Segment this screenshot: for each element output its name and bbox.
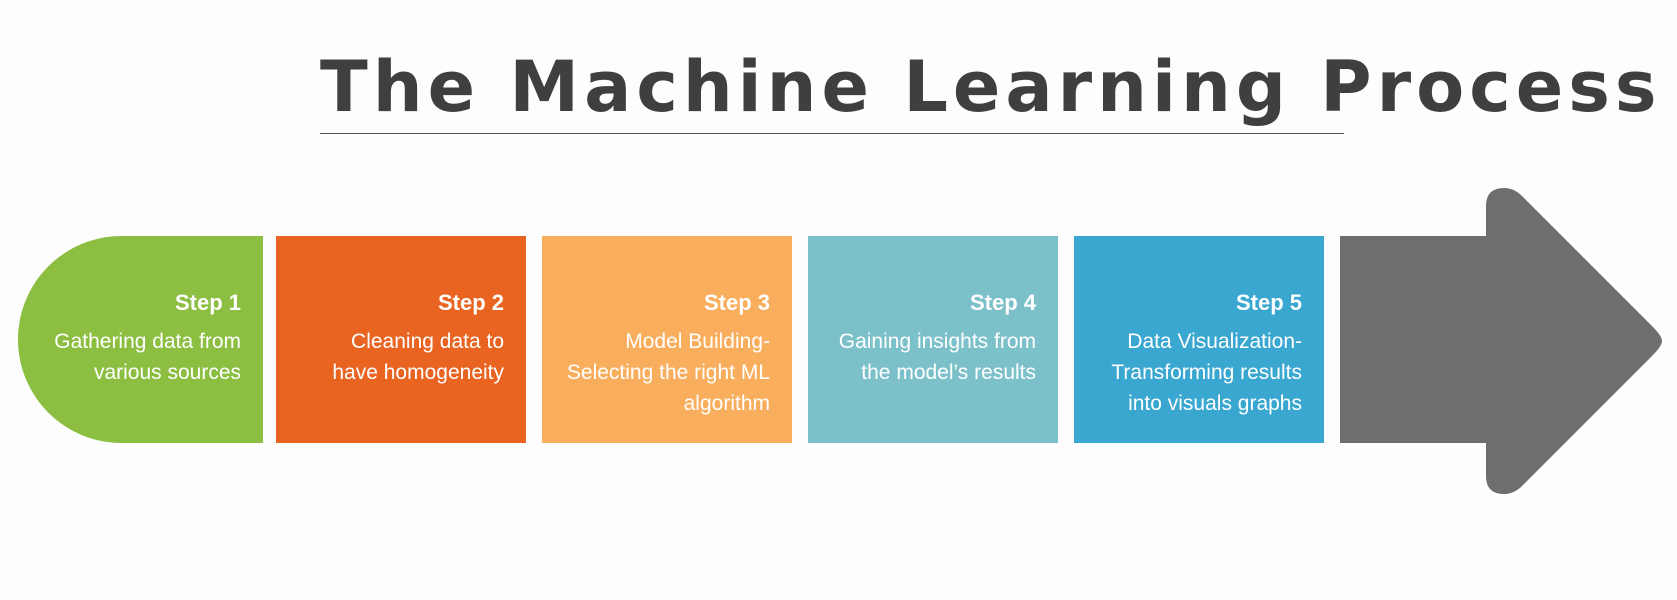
step-2-box: Step 2 Cleaning data to have homogeneity bbox=[276, 236, 526, 443]
step-4-label: Step 4 bbox=[969, 290, 1036, 315]
step-5-description: Data Visualization- Transforming results… bbox=[1111, 330, 1302, 415]
step-5-box: Step 5 Data Visualization- Transforming … bbox=[1074, 236, 1324, 443]
arrow-head-shape bbox=[1340, 188, 1662, 494]
step-4-box: Step 4 Gaining insights from the model’s… bbox=[808, 236, 1058, 443]
step-2-label: Step 2 bbox=[437, 290, 504, 315]
step-2-description: Cleaning data to have homogeneity bbox=[332, 330, 504, 384]
step-1-label: Step 1 bbox=[174, 290, 241, 315]
title-underline bbox=[320, 133, 1344, 134]
step-1-box: Step 1 Gathering data from various sourc… bbox=[18, 236, 263, 443]
step-3-label: Step 3 bbox=[703, 290, 770, 315]
step-4-description: Gaining insights from the model’s result… bbox=[838, 330, 1036, 384]
step-3-box: Step 3 Model Building- Selecting the rig… bbox=[542, 236, 792, 443]
process-arrow-head bbox=[1340, 188, 1662, 494]
step-3-description: Model Building- Selecting the right ML a… bbox=[566, 330, 770, 415]
step-5-label: Step 5 bbox=[1235, 290, 1302, 315]
step-1-description: Gathering data from various sources bbox=[54, 330, 241, 384]
diagram-title: The Machine Learning Process bbox=[320, 46, 1662, 128]
